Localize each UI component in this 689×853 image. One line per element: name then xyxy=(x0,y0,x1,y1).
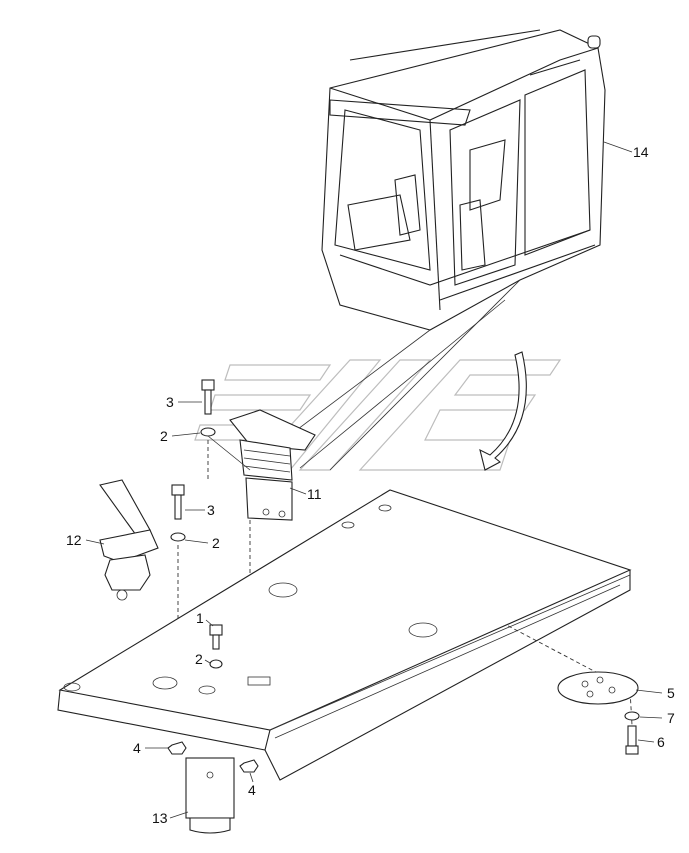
callout-13: 13 xyxy=(152,810,168,826)
callout-4: 4 xyxy=(133,740,141,756)
cab xyxy=(321,29,606,331)
callout-7: 7 xyxy=(667,710,675,726)
sensor xyxy=(185,757,235,834)
callout-11: 11 xyxy=(307,486,322,502)
callout-2: 2 xyxy=(160,428,168,444)
callout-3: 3 xyxy=(166,394,174,410)
brake-valve xyxy=(99,479,159,601)
callout-4: 4 xyxy=(248,782,256,798)
callout-6: 6 xyxy=(657,734,665,750)
pedal-valve xyxy=(229,409,316,521)
callout-14: 14 xyxy=(633,144,649,160)
callout-3: 3 xyxy=(207,502,215,518)
callout-2: 2 xyxy=(195,651,203,667)
callout-2: 2 xyxy=(212,535,220,551)
floor-plate xyxy=(57,489,632,781)
callout-1: 1 xyxy=(196,610,204,626)
callout-12: 12 xyxy=(66,532,82,548)
callout-5: 5 xyxy=(667,685,675,701)
